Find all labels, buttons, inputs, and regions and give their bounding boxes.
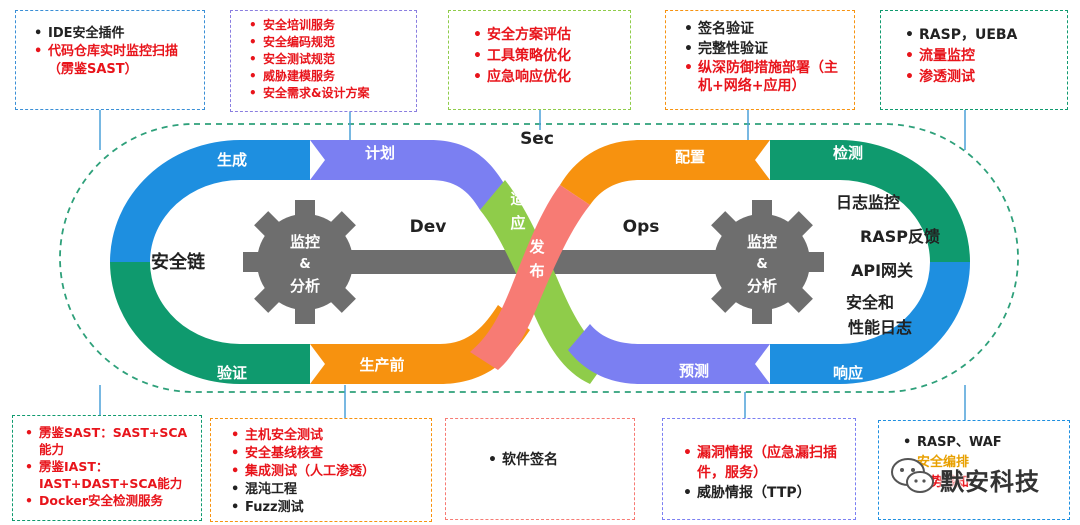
- list-item: 应急响应优化: [467, 67, 624, 88]
- segment-generate: [110, 140, 310, 262]
- list-item: 纵深防御措施部署（主机+网络+应用）: [678, 59, 848, 95]
- box-preprod-testing: 主机安全测试 安全基线核查 集成测试（人工渗透） 混沌工程 Fuzz测试: [210, 418, 432, 522]
- right-gear-label-3: 分析: [747, 277, 777, 295]
- list-item: 漏洞情报（应急漏扫插件，服务）: [677, 443, 849, 483]
- detect-label: 检测: [833, 144, 863, 162]
- left-gear-label-3: 分析: [290, 277, 320, 295]
- box-sast-iast: 雳鉴SAST：SAST+SCA能力 雳鉴IAST：IAST+DAST+SCA能力…: [12, 415, 202, 521]
- segment-respond: [770, 262, 970, 384]
- segment-config: [560, 140, 770, 205]
- list-item: 代码仓库实时监控扫描（雳鉴SAST）: [28, 43, 198, 79]
- ops-label: Ops: [623, 217, 660, 237]
- left-gear-label-2: &: [299, 257, 310, 272]
- plan-label: 计划: [365, 144, 395, 162]
- list-item: 雳鉴SAST：SAST+SCA能力: [19, 424, 197, 458]
- list-item: 软件签名: [482, 451, 628, 469]
- list-item: Fuzz测试: [225, 499, 425, 517]
- segment-plan: [310, 140, 505, 210]
- list-item: 混沌工程: [225, 481, 425, 499]
- box-security-training: 安全培训服务 安全编码规范 安全测试规范 威胁建模服务 安全需求&设计方案: [230, 10, 417, 112]
- list-item: 威胁建模服务: [243, 68, 412, 85]
- list-item: RASP、WAF: [897, 433, 1063, 453]
- list-item: 安全测试规范: [243, 51, 412, 68]
- list-item: 渗透测试: [899, 67, 1061, 88]
- right-item-rasp-feedback: RASP反馈: [860, 227, 940, 246]
- list-item: RASP，UEBA: [899, 25, 1061, 46]
- list-item: 工具策略优化: [467, 46, 624, 67]
- right-item-log-monitoring: 日志监控: [836, 193, 900, 212]
- list-item: 安全培训服务: [243, 17, 412, 34]
- connector-lines: [99, 110, 966, 420]
- list-item: 流量监控: [899, 46, 1061, 67]
- predict-label: 预测: [679, 362, 709, 380]
- list-item: 雳鉴IAST：IAST+DAST+SCA能力: [19, 458, 197, 492]
- box-ide-plugin: IDE安全插件 代码仓库实时监控扫描（雳鉴SAST）: [15, 10, 205, 110]
- segment-preprod: [310, 305, 530, 384]
- segment-release: [470, 185, 590, 370]
- list-item: 主机安全测试: [225, 427, 425, 445]
- segment-predict: [568, 324, 770, 384]
- list-item: 安全方案评估: [467, 25, 624, 46]
- box-threat-intel: 漏洞情报（应急漏扫插件，服务） 威胁情报（TTP）: [662, 418, 856, 520]
- list-item: 完整性验证: [678, 39, 848, 59]
- list-item: 签名验证: [678, 19, 848, 39]
- generate-label: 生成: [217, 151, 247, 169]
- list-item: 安全需求&设计方案: [243, 85, 412, 102]
- respond-label: 响应: [833, 364, 863, 382]
- list-item: IDE安全插件: [28, 25, 198, 43]
- adapt-label-1: 适: [510, 190, 525, 208]
- right-gear-label-1: 监控: [747, 233, 777, 251]
- sec-label: Sec: [520, 129, 554, 149]
- list-item: 集成测试（人工渗透）: [225, 463, 425, 481]
- outer-envelope: [59, 123, 1019, 393]
- segment-verify: [110, 262, 310, 384]
- config-label: 配置: [675, 148, 705, 166]
- release-label-2: 布: [529, 262, 544, 280]
- adapt-label-2: 应: [510, 214, 525, 232]
- security-chain-label: 安全链: [151, 251, 206, 273]
- list-item: 安全编码规范: [243, 34, 412, 51]
- right-item-api-gateway: API网关: [851, 261, 913, 280]
- box-security-plan: 安全方案评估 工具策略优化 应急响应优化: [448, 10, 631, 110]
- box-signature-verify: 签名验证 完整性验证 纵深防御措施部署（主机+网络+应用）: [665, 10, 855, 110]
- wechat-icon: [891, 458, 934, 493]
- watermark: 默安科技: [888, 452, 1058, 502]
- list-item: 威胁情报（TTP）: [677, 483, 849, 503]
- right-item-security-perf-2: 性能日志: [848, 318, 912, 337]
- box-rasp-ueba: RASP，UEBA 流量监控 渗透测试: [880, 10, 1068, 110]
- verify-label: 验证: [217, 364, 247, 382]
- watermark-text: 默安科技: [940, 468, 1040, 496]
- box-software-sign: 软件签名: [445, 418, 635, 520]
- right-item-security-perf-1: 安全和: [846, 293, 894, 312]
- list-item: Docker安全检测服务: [19, 492, 197, 509]
- dev-label: Dev: [410, 217, 447, 237]
- segment-detect: [770, 140, 970, 262]
- list-item: 安全基线核查: [225, 445, 425, 463]
- left-gear-label-1: 监控: [290, 233, 320, 251]
- release-label-1: 发: [528, 238, 545, 256]
- right-gear-label-2: &: [756, 257, 767, 272]
- preprod-label: 生产前: [359, 356, 404, 374]
